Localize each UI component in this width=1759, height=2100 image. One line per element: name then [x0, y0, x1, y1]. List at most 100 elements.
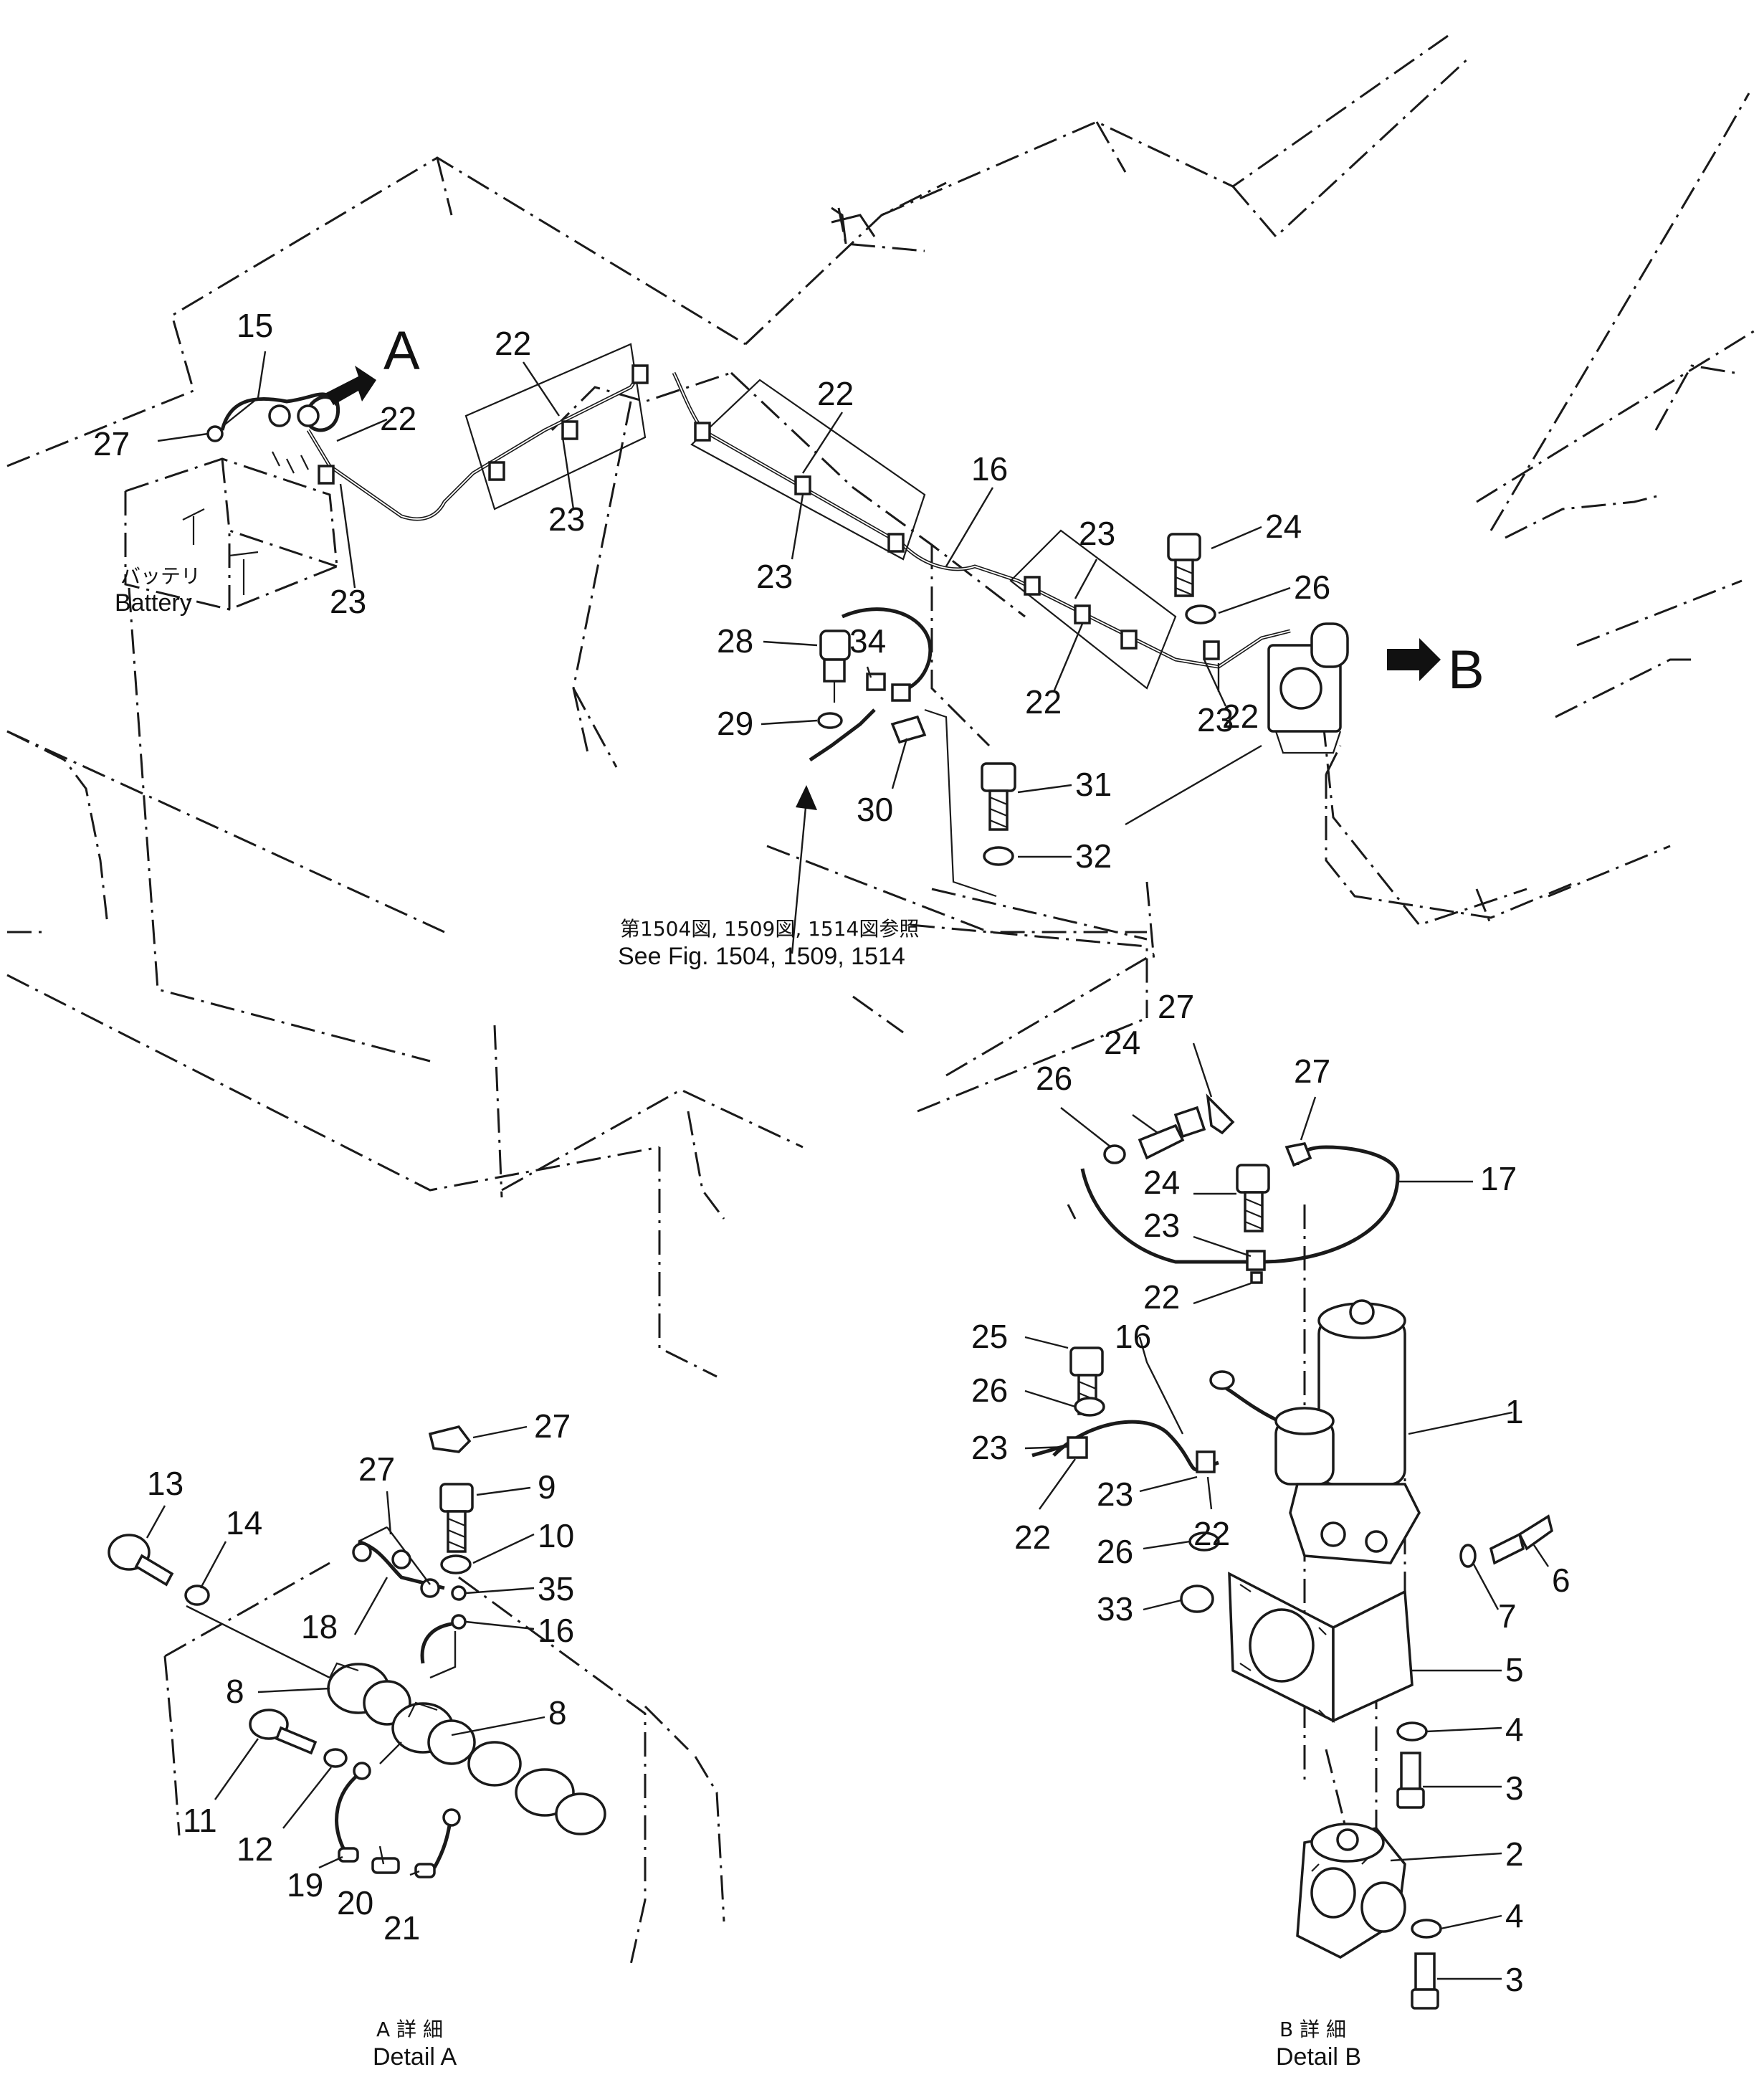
detail-b-caption-en: Detail B [1276, 2043, 1361, 2071]
detail-a-parts [108, 1425, 606, 1878]
part-label-4: 4 [1505, 1711, 1524, 1748]
part-label-23: 23 [971, 1429, 1008, 1466]
part-label-22: 22 [1025, 683, 1062, 721]
part-label-27: 27 [534, 1407, 571, 1445]
captions: バッテリ Battery 第1504図, 1509図, 1514図参照 See … [115, 564, 1361, 2071]
label-b: B [1448, 640, 1484, 700]
part-label-22: 22 [495, 325, 531, 362]
part-label-2: 2 [1505, 1835, 1524, 1873]
part-label-22: 22 [1143, 1278, 1180, 1316]
part-label-22: 22 [1222, 698, 1259, 735]
part-label-30: 30 [857, 791, 893, 828]
part-label-4: 4 [1505, 1897, 1524, 1934]
leader-lines [146, 351, 1549, 1980]
part-label-27: 27 [1158, 988, 1194, 1025]
clamp-plates [464, 343, 1177, 690]
detail-arrows: A B [326, 320, 1484, 700]
part-label-8: 8 [548, 1694, 567, 1731]
switch-assembly [791, 607, 997, 954]
clamp [1074, 604, 1091, 624]
part-label-14: 14 [226, 1504, 262, 1541]
battery-caption-jp: バッテリ [120, 564, 201, 588]
part-label-26: 26 [971, 1372, 1008, 1409]
see-figure-jp: 第1504図, 1509図, 1514図参照 [620, 917, 919, 941]
part-label-16: 16 [538, 1612, 574, 1649]
part-label-34: 34 [849, 622, 886, 660]
part-label-7: 7 [1498, 1597, 1517, 1635]
part-label-26: 26 [1097, 1533, 1133, 1570]
part-label-26: 26 [1294, 569, 1330, 606]
battery-caption-en: Battery [115, 589, 192, 617]
part-label-27: 27 [358, 1450, 395, 1488]
part-label-10: 10 [538, 1517, 574, 1554]
see-figure-en: See Fig. 1504, 1509, 1514 [618, 943, 905, 970]
clamp [794, 475, 811, 495]
part-label-24: 24 [1104, 1024, 1140, 1061]
clamp [561, 420, 578, 440]
part-label-28: 28 [717, 622, 753, 660]
part-label-17: 17 [1480, 1160, 1517, 1197]
upper-hardware [981, 533, 1216, 866]
part-label-29: 29 [717, 705, 753, 742]
detail-a-caption-en: Detail A [373, 2043, 457, 2071]
detail-a-caption-jp: A 詳 細 [376, 2018, 443, 2041]
part-label-23: 23 [1197, 701, 1234, 738]
part-label-8: 8 [226, 1673, 244, 1710]
part-label-25: 25 [971, 1318, 1008, 1355]
part-label-13: 13 [147, 1465, 183, 1502]
clamp [1024, 576, 1041, 596]
part-label-35: 35 [538, 1570, 574, 1607]
part-label-1: 1 [1505, 1393, 1524, 1430]
cable-clamps [318, 364, 1220, 660]
part-label-22: 22 [1014, 1519, 1051, 1556]
part-label-6: 6 [1552, 1562, 1570, 1599]
part-label-27: 27 [93, 425, 130, 462]
detail-b-caption-jp: B 詳 細 [1279, 2018, 1346, 2041]
part-label-22: 22 [1193, 1515, 1230, 1552]
part-label-23: 23 [1079, 515, 1115, 552]
clamp [1120, 629, 1138, 650]
part-label-23: 23 [1097, 1476, 1133, 1513]
part-label-24: 24 [1143, 1164, 1180, 1201]
part-label-16: 16 [971, 450, 1008, 488]
terminal-cap-27 [206, 425, 224, 442]
part-label-11: 11 [183, 1802, 217, 1839]
part-label-23: 23 [330, 583, 366, 620]
part-label-5: 5 [1505, 1651, 1524, 1688]
part-label-18: 18 [301, 1608, 338, 1645]
part-label-9: 9 [538, 1468, 556, 1506]
part-label-16: 16 [1115, 1318, 1151, 1355]
part-label-33: 33 [1097, 1590, 1133, 1628]
clamp [1196, 1450, 1216, 1473]
part-label-19: 19 [287, 1866, 323, 1904]
part-label-22: 22 [380, 400, 416, 437]
part-label-27: 27 [1294, 1053, 1330, 1090]
part-label-23: 23 [548, 500, 585, 538]
part-number-labels: 15 27 22 23 22 23 22 23 16 23 22 24 26 2… [93, 307, 1570, 1998]
clamp [488, 461, 505, 481]
part-label-26: 26 [1036, 1060, 1072, 1097]
part-label-20: 20 [337, 1884, 373, 1921]
clamp [1067, 1436, 1088, 1459]
starter-upper [1125, 622, 1349, 826]
part-label-23: 23 [756, 558, 793, 595]
clamp [694, 422, 711, 442]
battery-relay-area [268, 404, 320, 474]
part-label-24: 24 [1265, 508, 1302, 545]
battery-cable [206, 364, 1291, 669]
arrow-a-icon [326, 366, 376, 405]
battery [124, 457, 338, 611]
clamp [318, 465, 335, 485]
clamp [887, 533, 905, 553]
part-label-3: 3 [1505, 1961, 1524, 1998]
part-label-12: 12 [237, 1830, 273, 1868]
part-label-22: 22 [817, 375, 854, 412]
part-label-21: 21 [383, 1909, 420, 1947]
arrow-b-icon [1387, 638, 1441, 681]
label-a: A [383, 320, 420, 381]
part-label-23: 23 [1143, 1207, 1180, 1244]
part-label-31: 31 [1075, 766, 1112, 803]
part-label-3: 3 [1505, 1769, 1524, 1807]
clamp [1203, 640, 1220, 660]
